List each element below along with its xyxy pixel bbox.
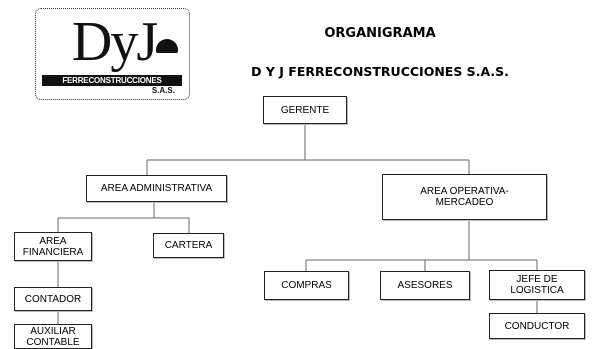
org-box-area-administrativa: AREA ADMINISTRATIVA xyxy=(86,175,227,202)
org-box-jefe-logistica: JEFE DE LOGISTICA xyxy=(489,270,585,300)
org-box-cartera: CARTERA xyxy=(153,233,224,258)
logo-band: FERRECONSTRUCCIONES xyxy=(42,75,182,86)
org-box-contador: CONTADOR xyxy=(14,287,92,311)
logo-mark: DyJ xyxy=(71,11,158,73)
company-logo: DyJ FERRECONSTRUCCIONES S.A.S. xyxy=(35,8,190,100)
page-title: ORGANIGRAMA xyxy=(324,26,436,41)
company-name: D Y J FERRECONSTRUCCIONES S.A.S. xyxy=(251,64,509,79)
logo-suffix: S.A.S. xyxy=(151,86,175,95)
org-box-area-financiera: AREA FINANCIERA xyxy=(14,232,92,261)
org-box-area-operativa: AREA OPERATIVA- MERCADEO xyxy=(382,174,547,220)
hard-hat-icon xyxy=(156,39,178,53)
org-box-conductor: CONDUCTOR xyxy=(489,313,585,339)
org-box-asesores: ASESORES xyxy=(380,271,470,300)
org-box-compras: COMPRAS xyxy=(264,271,349,300)
org-box-gerente: GERENTE xyxy=(263,96,347,124)
org-box-auxiliar-contable: AUXILIAR CONTABLE xyxy=(14,324,92,349)
